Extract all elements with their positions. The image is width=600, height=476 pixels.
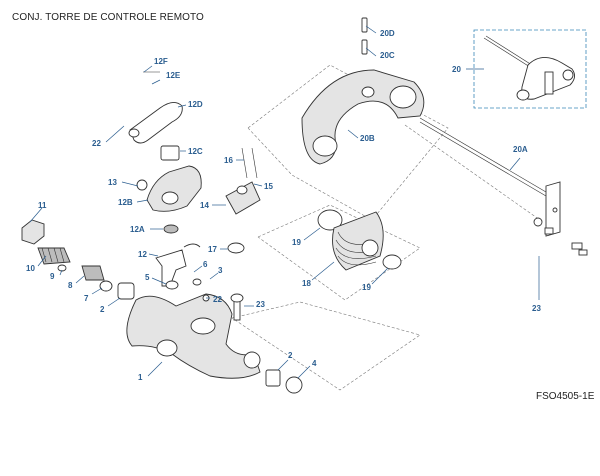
part-20a-shaft <box>419 117 561 237</box>
callout-16: 16 <box>224 156 233 165</box>
callout-18: 18 <box>302 279 311 288</box>
callout-labels: 20D 20C 20 20B 20A 23 12F 12E 12D 22 12C… <box>26 25 541 382</box>
callout-2-left: 2 <box>100 305 105 314</box>
callout-2-right: 2 <box>288 351 293 360</box>
callout-3: 3 <box>218 266 223 275</box>
parts-12-series <box>128 71 202 287</box>
callout-19-right: 19 <box>362 283 371 292</box>
part-20b-arm <box>301 69 425 165</box>
callout-14: 14 <box>200 201 209 210</box>
callout-12c: 12C <box>188 147 203 156</box>
part-20-detail-box <box>473 29 587 109</box>
callout-19-left: 19 <box>292 238 301 247</box>
callout-13: 13 <box>108 178 117 187</box>
part-1-housing <box>126 293 303 394</box>
callout-6: 6 <box>203 260 208 269</box>
figure-code: FSO4505-1E <box>536 391 595 402</box>
callout-12a: 12A <box>130 225 145 234</box>
parts-20c-20d-pins <box>361 17 368 55</box>
callout-20a: 20A <box>513 145 528 154</box>
callout-12: 12 <box>138 250 147 259</box>
assembly-dashed-lines <box>231 64 541 391</box>
callout-20c: 20C <box>380 51 395 60</box>
callout-4: 5 <box>145 273 150 282</box>
callout-5: 4 <box>312 359 317 368</box>
callout-7: 7 <box>84 294 89 303</box>
callout-22-right: 23 <box>532 304 541 313</box>
callout-20: 20 <box>452 65 461 74</box>
callout-15: 15 <box>264 182 273 191</box>
callout-12b: 12B <box>118 198 133 207</box>
callout-8: 8 <box>68 281 73 290</box>
callout-11: 11 <box>38 201 47 210</box>
parts-22-bolts-right <box>544 227 588 256</box>
callout-12d: 12D <box>188 100 203 109</box>
part-18-bellows <box>317 209 402 271</box>
callout-20d: 20D <box>380 29 395 38</box>
callout-1: 1 <box>138 373 143 382</box>
page-title: CONJ. TORRE DE CONTROLE REMOTO <box>12 12 204 23</box>
callout-12f: 12F <box>154 57 168 66</box>
callout-12e: 12E <box>166 71 181 80</box>
callout-22-left: 22 <box>92 139 101 148</box>
parts-left-row <box>21 219 202 300</box>
callout-23: 23 <box>256 300 265 309</box>
parts-14-15-16 <box>225 147 261 254</box>
callout-17: 17 <box>208 245 217 254</box>
callout-9: 9 <box>50 272 55 281</box>
callout-10: 10 <box>26 264 35 273</box>
callout-21: 22 <box>213 295 222 304</box>
callout-20b: 20B <box>360 134 375 143</box>
